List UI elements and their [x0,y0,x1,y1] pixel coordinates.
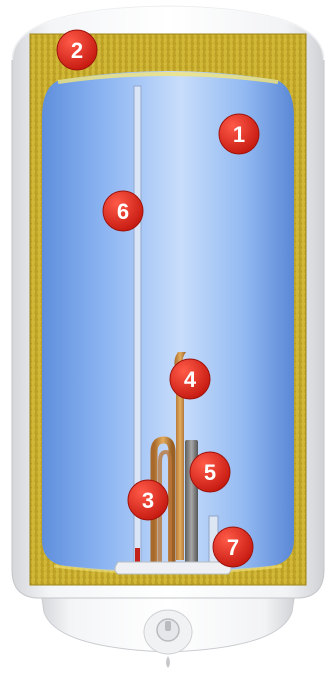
marker-label: 7 [227,535,239,560]
marker-label: 5 [204,460,216,485]
marker-insulation: 2 [57,30,97,70]
marker-magnesium-anode: 5 [190,452,230,492]
marker-cold-water-inlet: 7 [213,527,253,567]
marker-heating-element: 3 [128,480,168,520]
marker-label: 2 [71,38,83,63]
marker-label: 6 [117,199,129,224]
marker-label: 1 [233,122,245,147]
marker-label: 4 [184,367,197,392]
marker-tank: 1 [219,114,259,154]
water-drop-icon [166,656,170,668]
bottom-flange [115,562,231,574]
marker-hot-water-pipe: 6 [103,191,143,231]
marker-thermostat-tube: 4 [170,359,210,399]
marker-label: 3 [142,488,154,513]
